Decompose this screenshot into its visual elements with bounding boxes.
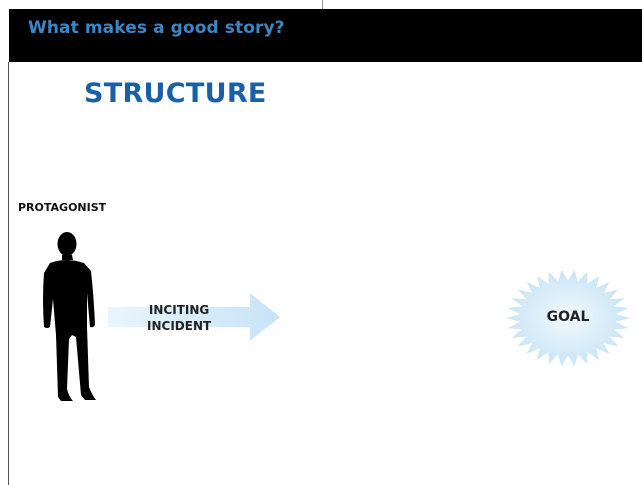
protagonist-silhouette-icon — [43, 232, 96, 401]
arrow-label-line1: INCITING — [148, 303, 210, 317]
arrow-label-line2: INCIDENT — [147, 319, 212, 333]
inciting-incident-label: INCITING INCIDENT — [147, 302, 211, 334]
inciting-incident-arrow — [108, 293, 280, 341]
frame-divider-left — [8, 62, 9, 485]
goal-burst — [506, 269, 630, 367]
frame-divider-top — [322, 0, 323, 9]
header-title: What makes a good story? — [28, 18, 285, 38]
header-bar — [9, 9, 642, 62]
protagonist-label: PROTAGONIST — [18, 201, 107, 214]
slide-title: STRUCTURE — [84, 78, 267, 109]
goal-label: GOAL — [546, 309, 590, 325]
